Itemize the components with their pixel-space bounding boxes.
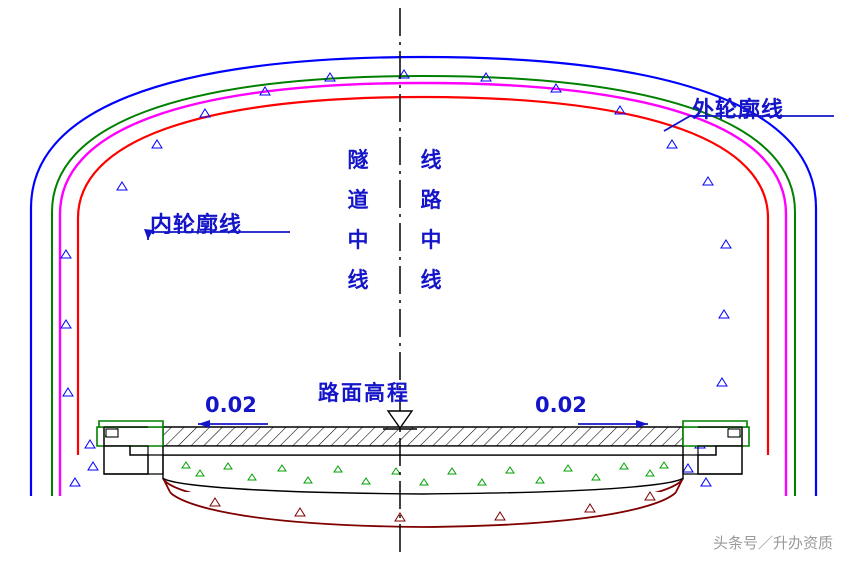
elevation-marker-icon: [383, 410, 417, 430]
green-contour-line: [51, 75, 796, 496]
tunnel-center-char-0: 隧: [347, 148, 369, 172]
magenta-contour-line: [58, 81, 788, 496]
watermark-text: 头条号／升办资质: [712, 534, 833, 552]
label-road-elevation: 路面高程: [318, 381, 410, 405]
inner-contour-leader-line: [144, 229, 290, 240]
tunnel-center-char-2: 中: [347, 228, 369, 252]
outer-contour-leader-line: [663, 115, 834, 132]
road-center-char-1: 路: [420, 188, 442, 212]
left-slope-arrow: [198, 420, 268, 428]
road-slab-hatched: [162, 426, 684, 456]
invert-stipple-marks: [209, 491, 656, 522]
tunnel-center-char-3: 线: [347, 268, 369, 292]
gravel-marks: [181, 461, 669, 486]
inner-contour-line: [76, 95, 770, 455]
tunnel-center-line-label: 隧 道 中 线: [345, 140, 371, 300]
road-center-line-label: 线 路 中 线: [418, 140, 444, 300]
label-slope-right: 0.02: [535, 393, 587, 417]
gravel-fill-layer: [162, 454, 684, 495]
outer-contour-group: [29, 55, 818, 496]
right-gutter-block: [682, 420, 750, 475]
right-slope-arrow: [578, 420, 648, 428]
road-center-char-0: 线: [420, 148, 442, 172]
left-gutter-block: [96, 420, 164, 475]
label-inner-contour: 内轮廓线: [150, 213, 243, 238]
tunnel-center-char-1: 道: [347, 188, 369, 212]
label-slope-left: 0.02: [205, 393, 257, 417]
road-center-char-3: 线: [420, 268, 442, 292]
label-outer-contour: 外轮廓线: [692, 98, 785, 123]
road-center-char-2: 中: [420, 228, 442, 252]
